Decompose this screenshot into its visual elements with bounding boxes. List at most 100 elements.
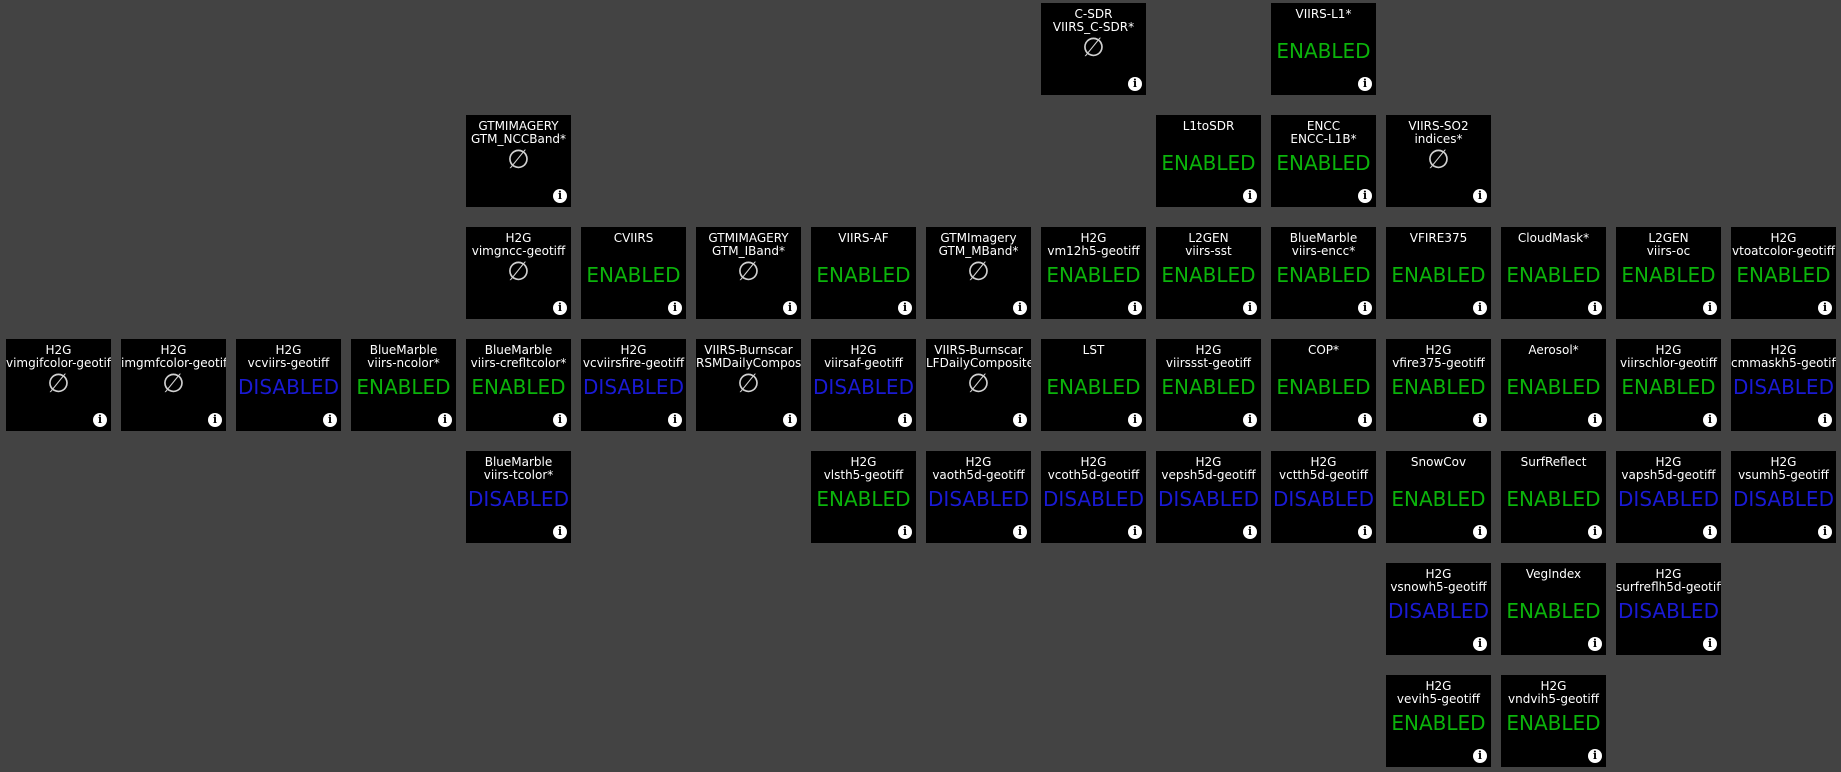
info-icon[interactable]: i [898,301,912,315]
info-icon[interactable]: i [553,301,567,315]
info-icon[interactable]: i [1358,525,1372,539]
info-icon[interactable]: i [1013,301,1027,315]
info-icon[interactable]: i [553,525,567,539]
info-icon[interactable]: i [1473,749,1487,763]
info-icon[interactable]: i [1818,525,1832,539]
info-icon[interactable]: i [1128,77,1142,91]
info-icon[interactable]: i [438,413,452,427]
info-icon[interactable]: i [898,525,912,539]
info-icon[interactable]: i [1473,637,1487,651]
tile-title: H2G [1655,343,1682,357]
info-icon[interactable]: i [1358,413,1372,427]
info-icon[interactable]: i [1128,525,1142,539]
info-icon[interactable]: i [1128,301,1142,315]
tile-subtitle: viirschlor-geotiff [1620,356,1717,370]
info-icon[interactable]: i [553,413,567,427]
info-icon[interactable]: i [783,301,797,315]
info-icon[interactable]: i [1703,413,1717,427]
info-icon[interactable]: i [898,413,912,427]
info-icon[interactable]: i [93,413,107,427]
info-icon[interactable]: i [1243,189,1257,203]
info-icon[interactable]: i [1703,525,1717,539]
info-icon[interactable]: i [1588,413,1602,427]
station-tile[interactable]: VIIRS-BurnscarRSMDailyComposite∅i [696,339,801,431]
info-icon[interactable]: i [1703,637,1717,651]
info-icon[interactable]: i [1818,301,1832,315]
info-icon[interactable]: i [783,413,797,427]
info-icon[interactable]: i [1588,637,1602,651]
info-icon[interactable]: i [1473,413,1487,427]
info-icon[interactable]: i [1243,525,1257,539]
info-icon[interactable]: i [668,301,682,315]
info-icon[interactable]: i [1358,301,1372,315]
info-icon[interactable]: i [1473,525,1487,539]
info-icon[interactable]: i [1358,77,1372,91]
info-icon[interactable]: i [208,413,222,427]
info-icon[interactable]: i [1358,189,1372,203]
info-icon[interactable]: i [1703,301,1717,315]
info-icon[interactable]: i [1588,749,1602,763]
info-icon[interactable]: i [1013,413,1027,427]
info-icon[interactable]: i [1243,301,1257,315]
info-icon[interactable]: i [553,189,567,203]
info-icon[interactable]: i [1588,301,1602,315]
info-icon[interactable]: i [1128,413,1142,427]
info-icon[interactable]: i [323,413,337,427]
info-icon[interactable]: i [1013,525,1027,539]
info-icon[interactable]: i [1243,413,1257,427]
info-icon[interactable]: i [1588,525,1602,539]
info-icon[interactable]: i [668,413,682,427]
info-icon[interactable]: i [1473,189,1487,203]
info-icon[interactable]: i [1473,301,1487,315]
info-icon[interactable]: i [1818,413,1832,427]
